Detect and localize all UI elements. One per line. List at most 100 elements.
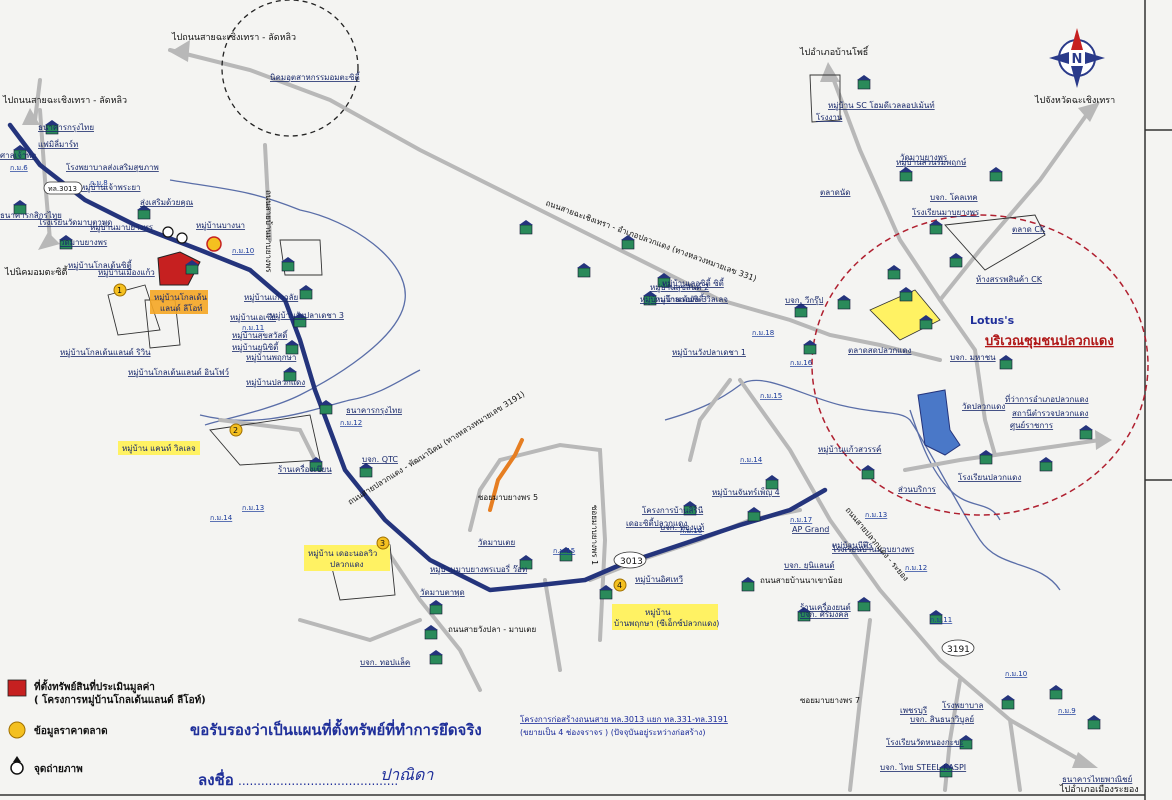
building-icon [281, 257, 295, 272]
building-icon [599, 585, 613, 600]
shield-3013-left-text: ทล.3013 [48, 185, 77, 193]
dir-nw-top: ไปถนนสายฉะเชิงเทรา - ลัดหลิว [171, 32, 296, 43]
building-icon [959, 735, 973, 750]
building-icon [1049, 685, 1063, 700]
building-icon-body [747, 511, 761, 522]
building-icon [424, 625, 438, 640]
building-icon-roof [429, 650, 443, 655]
building-icon [939, 763, 953, 778]
legend-market-swatch [8, 721, 26, 739]
building-icon [741, 577, 755, 592]
building-icon-roof [949, 253, 963, 258]
building-icon-body [899, 171, 913, 182]
building-icon [683, 501, 697, 516]
building-icon-roof [559, 547, 573, 552]
building-icon-body [837, 299, 851, 310]
building-icon [519, 555, 533, 570]
river-south [199, 369, 421, 421]
building-icon [999, 355, 1013, 370]
building-icon [989, 167, 1003, 182]
place-label: ศาลเจ้าพ่อ [0, 151, 37, 160]
building-icon [899, 167, 913, 182]
building-icon-roof [45, 120, 59, 125]
building-icon [657, 273, 671, 288]
road-east [903, 438, 1102, 472]
place-label: ห้างสรรพสินค้า CK [976, 275, 1043, 284]
place-label: หมู่บ้านนีฬีร [832, 541, 874, 551]
building-icon-body [1087, 719, 1101, 730]
place-label: หมู่บ้านเลอซิตี้ ซิตี้ [662, 277, 725, 289]
building-icon-roof [599, 585, 613, 590]
place-label: หมู่บ้านสวนร่มพฤกษ์ [896, 157, 966, 168]
place-label: วัดปลวกแดง [962, 402, 1005, 411]
building-icon [803, 340, 817, 355]
place-label: หมู่บ้านวังปลาเดชา 3 [270, 311, 344, 321]
shield-3013-left-bg [43, 181, 83, 195]
building-icon-body [919, 319, 933, 330]
place-label: บจก. วีกรุ๊ป [785, 295, 823, 305]
building-icon-roof [861, 465, 875, 470]
building-icon [13, 200, 27, 215]
building-icon [1001, 695, 1015, 710]
building-icon-body [137, 209, 151, 220]
building-icon [861, 465, 875, 480]
shell-icon [206, 236, 222, 252]
building-icon-roof [657, 273, 671, 278]
building-icon-roof [857, 75, 871, 80]
km-marker: ก.ม.18 [752, 329, 774, 337]
highlight-1: หมู่บ้าน แคนท์ วิลเลจ [122, 443, 196, 454]
building-icon-roof [621, 235, 635, 240]
shield-3013-bg [613, 551, 647, 569]
km-marker: ก.ม.11 [242, 324, 264, 332]
building-icon-roof [429, 600, 443, 605]
place-label: บจก. โคลเทค [930, 192, 978, 202]
building-icon [13, 145, 27, 160]
road-left-w [38, 108, 52, 242]
place-label: บจก. ศิริมงคล [800, 610, 849, 619]
km-marker: ก.ม.13 [242, 504, 264, 512]
signature: ปาณิดา [380, 765, 434, 784]
building-icon-body [429, 604, 443, 615]
building-icon-body [929, 224, 943, 235]
place-label: ธนาคารไทยพาณิชย์ [1062, 774, 1132, 784]
dir-nw-left: ไปถนนสายฉะเชิงเทรา - ลัดหลิว [2, 95, 127, 106]
km-marker: ก.ม.10 [1005, 670, 1027, 678]
legend-item-1: ที่ตั้งทรัพย์สินที่ประเมินมูลค่า [34, 679, 155, 694]
building-icon [309, 457, 323, 472]
marker-2-dot [229, 423, 243, 437]
building-icon-roof [319, 400, 333, 405]
place-label: หมู่บ้านโกลเด้นซิตี้ วิลเลจ [640, 293, 728, 305]
place-label: แฟมิลี่มาร์ท [38, 138, 78, 149]
place-label: หมู่บ้านแก้ววลัย [244, 293, 298, 303]
road-small-3 [688, 378, 732, 462]
km-marker: ก.ม.12 [905, 564, 927, 572]
place-label: ธนาคารกรุงไทย [38, 123, 94, 132]
place-label: ตลาดนัด [820, 188, 850, 197]
building-icon-body [577, 267, 591, 278]
marker-4-dot [613, 578, 627, 592]
place-label: วัดมาบเตย [478, 538, 515, 547]
arrow-nw-left [22, 108, 40, 125]
building-icon [1079, 425, 1093, 440]
place-labels: ธนาคารกรุงไทยแฟมิลี่มาร์ทโรงพยาบาลส่งเสร… [0, 100, 1132, 784]
building-icon-roof [989, 167, 1003, 172]
building-icon-body [857, 79, 871, 90]
building-icon [899, 287, 913, 302]
building-icon [621, 235, 635, 250]
building-icon-roof [899, 287, 913, 292]
building-icon-roof [1001, 695, 1015, 700]
building-icon-body [424, 629, 438, 640]
marker-2-text: 2 [233, 426, 238, 435]
building-icon [559, 547, 573, 562]
building-icon [765, 475, 779, 490]
place-label: ที่ว่าการอำเภอปลวกแดง [1005, 393, 1089, 404]
industrial-circle [221, 0, 359, 137]
building-icon-body [999, 359, 1013, 370]
road-left-top [33, 78, 42, 122]
outline-5 [809, 74, 841, 123]
place-label: บจก. ทอปแล็ค [360, 657, 410, 667]
building-icon-body [281, 261, 295, 272]
building-icon-roof [899, 167, 913, 172]
road-upper-diagonal [168, 48, 942, 362]
